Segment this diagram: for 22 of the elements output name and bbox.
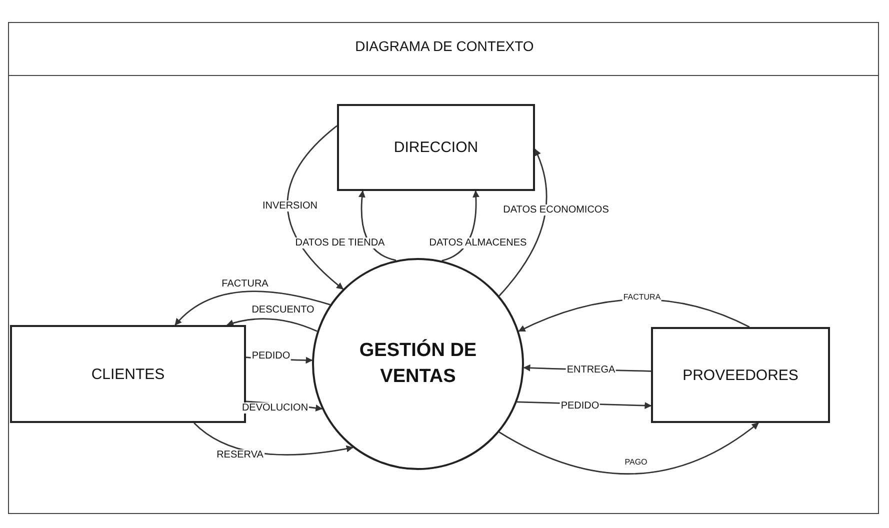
- edge-label: DATOS DE TIENDA: [294, 238, 386, 248]
- flow-arrow: [498, 148, 548, 296]
- edge-label: DESCUENTO: [250, 304, 316, 316]
- edge-label: FACTURA: [220, 278, 270, 290]
- edge-label: PAGO: [624, 458, 648, 468]
- edge-label: RESERVA: [216, 450, 264, 460]
- edge-label: ENTREGA: [566, 364, 616, 376]
- entity-box: DIRECCION: [337, 104, 535, 191]
- edge-label: DATOS ECONOMICOS: [502, 204, 610, 216]
- edge-label: DATOS ALMACENES: [428, 238, 528, 248]
- flow-arrow: [194, 422, 354, 456]
- edge-label: PEDIDO: [250, 350, 292, 362]
- flow-arrow: [498, 422, 759, 474]
- edge-label: INVERSION: [262, 200, 318, 212]
- flow-arrow: [174, 290, 330, 326]
- edge-label: DEVOLUCION: [240, 402, 310, 414]
- diagram-title: DIAGRAMA DE CONTEXTO: [355, 38, 534, 54]
- edge-label: FACTURA: [622, 294, 662, 302]
- edge-label: PEDIDO: [560, 400, 600, 412]
- entity-box: PROVEEDORES: [651, 327, 830, 423]
- flow-arrow: [286, 125, 344, 290]
- flow-arrow: [226, 318, 318, 332]
